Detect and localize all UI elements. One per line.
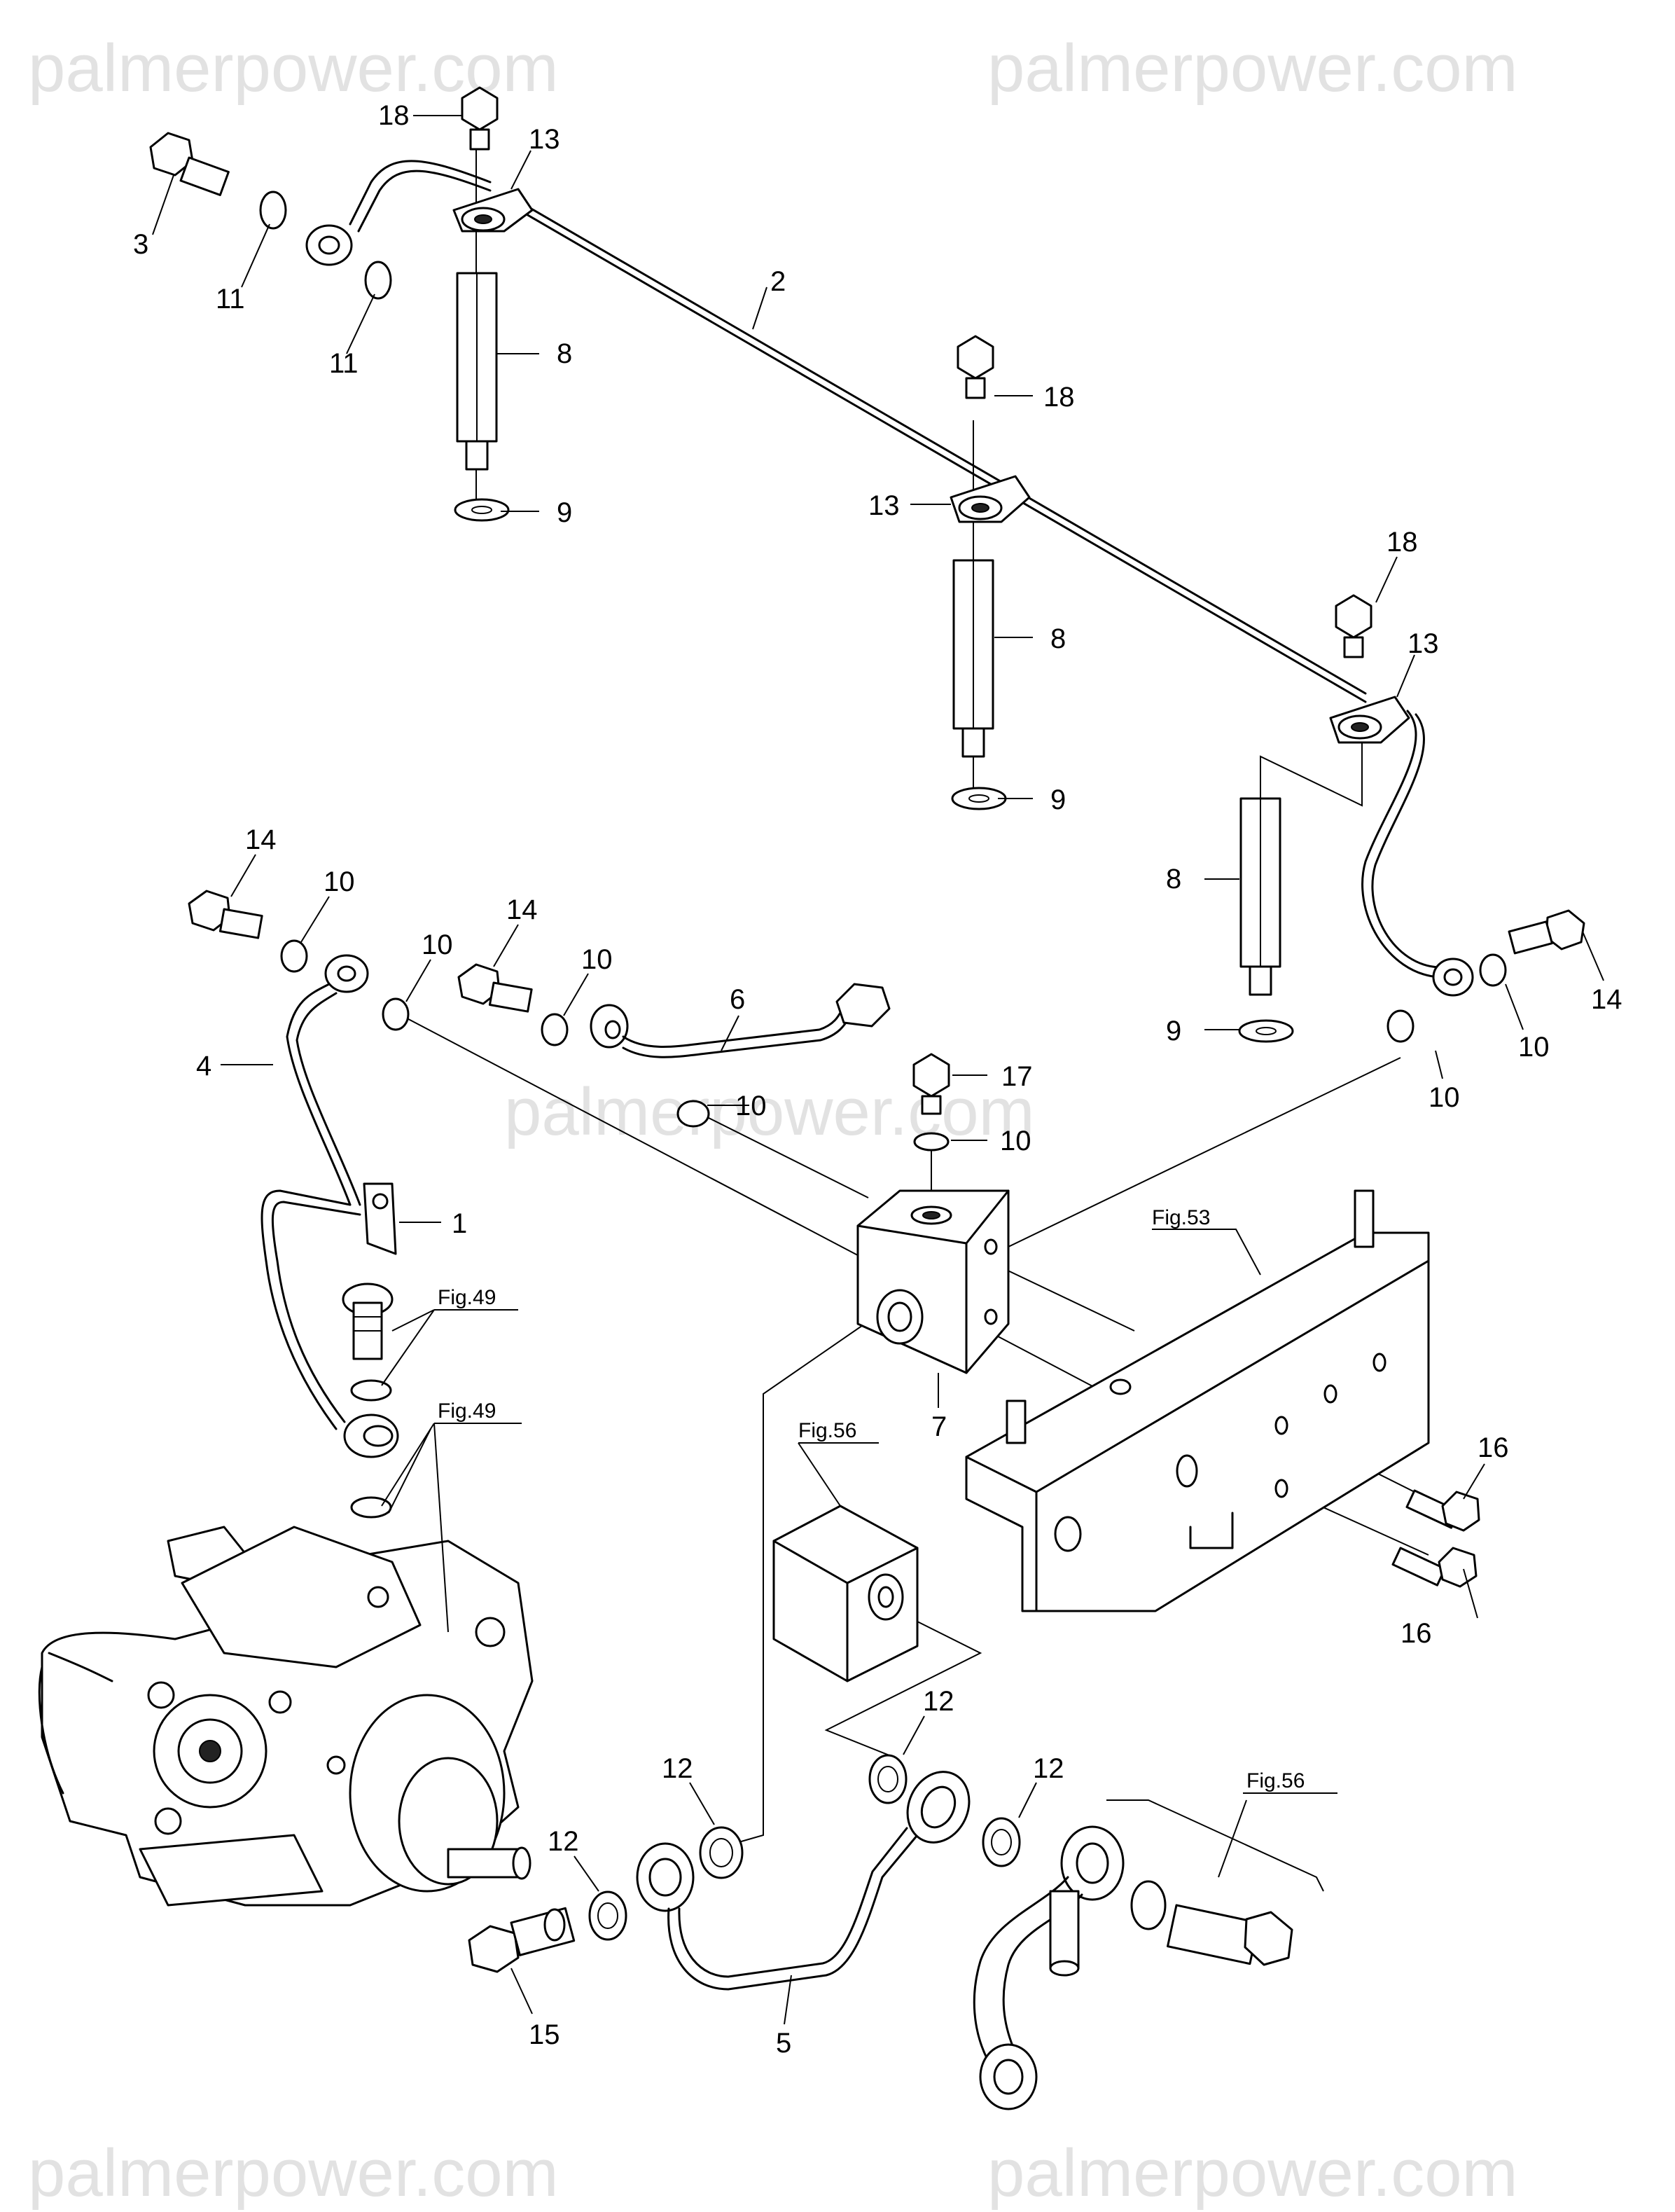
callout-10-g: 10 [1518, 1032, 1550, 1063]
leader-lines [398, 119, 1443, 1843]
clamp-13-mid [950, 475, 1031, 523]
washer-9-right [1238, 1019, 1294, 1043]
gasket-12-c [588, 1890, 627, 1941]
fig-ref-53: Fig.53 [1152, 1206, 1210, 1229]
callout-13-a: 13 [529, 124, 560, 155]
callout-8-a: 8 [557, 338, 572, 369]
washer-10-a [280, 939, 308, 973]
bolt-18-right [1335, 594, 1372, 658]
callout-12-d: 12 [1033, 1753, 1064, 1784]
pipe-4 [260, 954, 399, 1458]
bolt-18-left [461, 86, 499, 151]
callout-15: 15 [529, 2019, 560, 2050]
banjo-bolt-fig49 [342, 1283, 394, 1360]
clamp-13-right [1329, 696, 1410, 744]
joint-block-7 [856, 1189, 1010, 1374]
callout-9-c: 9 [1166, 1016, 1181, 1046]
callout-10-e: 10 [1000, 1126, 1031, 1156]
block-fig56 [772, 1505, 919, 1682]
callout-numbers: 3 11 11 18 13 2 8 9 18 13 8 9 18 13 8 9 … [133, 100, 1622, 2059]
watermark-bottom-left: palmerpower.com [28, 2136, 559, 2211]
callout-12-a: 12 [662, 1753, 693, 1784]
fig-ref-49-a: Fig.49 [438, 1286, 496, 1309]
callout-1: 1 [452, 1208, 467, 1239]
watermark-top-right: palmerpower.com [987, 31, 1518, 106]
callout-14-c: 14 [1591, 984, 1622, 1015]
bracket-fig53 [965, 1189, 1430, 1612]
washer-10-c [541, 1013, 569, 1046]
washer-10-f [1386, 1009, 1415, 1043]
callout-12-c: 12 [548, 1826, 579, 1857]
watermarks: palmerpower.com palmerpower.com palmerpo… [28, 31, 1518, 2211]
callout-13-b: 13 [868, 490, 900, 521]
gasket-12-b [868, 1754, 908, 1804]
figure-references: Fig.53 Fig.49 Fig.49 Fig.56 Fig.56 [438, 1206, 1305, 1792]
callout-7: 7 [931, 1411, 947, 1442]
washer-10-d [676, 1100, 710, 1128]
callout-9-a: 9 [557, 497, 572, 528]
clamp-13-left [452, 188, 534, 233]
callout-16-a: 16 [1478, 1432, 1509, 1463]
callout-12-b: 12 [923, 1686, 954, 1717]
bolt-18-mid [957, 335, 994, 399]
washer-10-g [1479, 953, 1507, 987]
bolt-17 [912, 1053, 950, 1115]
callout-18-b: 18 [1043, 382, 1075, 413]
clip-1 [363, 1182, 397, 1255]
callout-10-c: 10 [581, 944, 613, 975]
washer-11-a [259, 191, 287, 230]
injection-pump [38, 1526, 534, 1907]
callout-leaders [152, 115, 1604, 2025]
gasket-12-a [699, 1826, 744, 1879]
bolt-16-lower [1391, 1547, 1478, 1588]
callout-16-b: 16 [1401, 1618, 1432, 1649]
fig-ref-56-b: Fig.56 [1246, 1769, 1305, 1792]
washer-11-b [364, 261, 392, 300]
callout-13-c: 13 [1408, 628, 1439, 659]
callout-10-d: 10 [735, 1091, 767, 1121]
callout-8-c: 8 [1166, 864, 1181, 894]
pipe-6 [590, 983, 891, 1058]
washer-9-left [454, 498, 510, 522]
callout-3: 3 [133, 229, 148, 260]
bolt-16-upper [1405, 1489, 1480, 1532]
callout-8-b: 8 [1050, 623, 1066, 654]
washer-10-e [913, 1132, 950, 1152]
washer-9-mid [951, 787, 1007, 810]
leak-off-pipe-2 [305, 160, 1474, 997]
callout-14-b: 14 [506, 894, 538, 925]
callout-14-a: 14 [245, 824, 277, 855]
eye-bolt-14-left [188, 890, 263, 939]
standoff-8-left [456, 272, 498, 471]
callout-10-a: 10 [324, 866, 355, 897]
callout-2: 2 [770, 266, 786, 297]
callout-5: 5 [776, 2028, 791, 2059]
pipe-5 [636, 1771, 971, 1991]
callout-17: 17 [1001, 1061, 1033, 1092]
callout-6: 6 [730, 984, 745, 1015]
fig-ref-56-a: Fig.56 [798, 1419, 856, 1442]
callout-18-a: 18 [378, 100, 410, 131]
standoff-8-mid [952, 559, 994, 758]
washer-10-b [382, 997, 410, 1031]
fig-ref-leaders [381, 1229, 1337, 1892]
callout-10-b: 10 [422, 929, 453, 960]
standoff-8-right [1239, 797, 1281, 996]
callout-4: 4 [196, 1051, 211, 1081]
eye-bolt-3 [149, 132, 230, 196]
banjo-fitting-fig56 [973, 1825, 1293, 2110]
banjo-bolt-15 [468, 1907, 576, 1973]
callout-18-c: 18 [1386, 527, 1418, 558]
fig-ref-49-b: Fig.49 [438, 1399, 496, 1423]
watermark-bottom-right: palmerpower.com [987, 2136, 1518, 2211]
callout-11-a: 11 [216, 284, 245, 314]
callout-10-f: 10 [1429, 1082, 1460, 1113]
eye-bolt-14-right [1508, 909, 1585, 955]
callout-9-b: 9 [1050, 784, 1066, 815]
gasket-fig49-a [350, 1379, 392, 1402]
callout-11-b: 11 [329, 348, 359, 379]
gasket-12-d [982, 1817, 1021, 1867]
eye-bolt-14-mid [457, 963, 533, 1013]
